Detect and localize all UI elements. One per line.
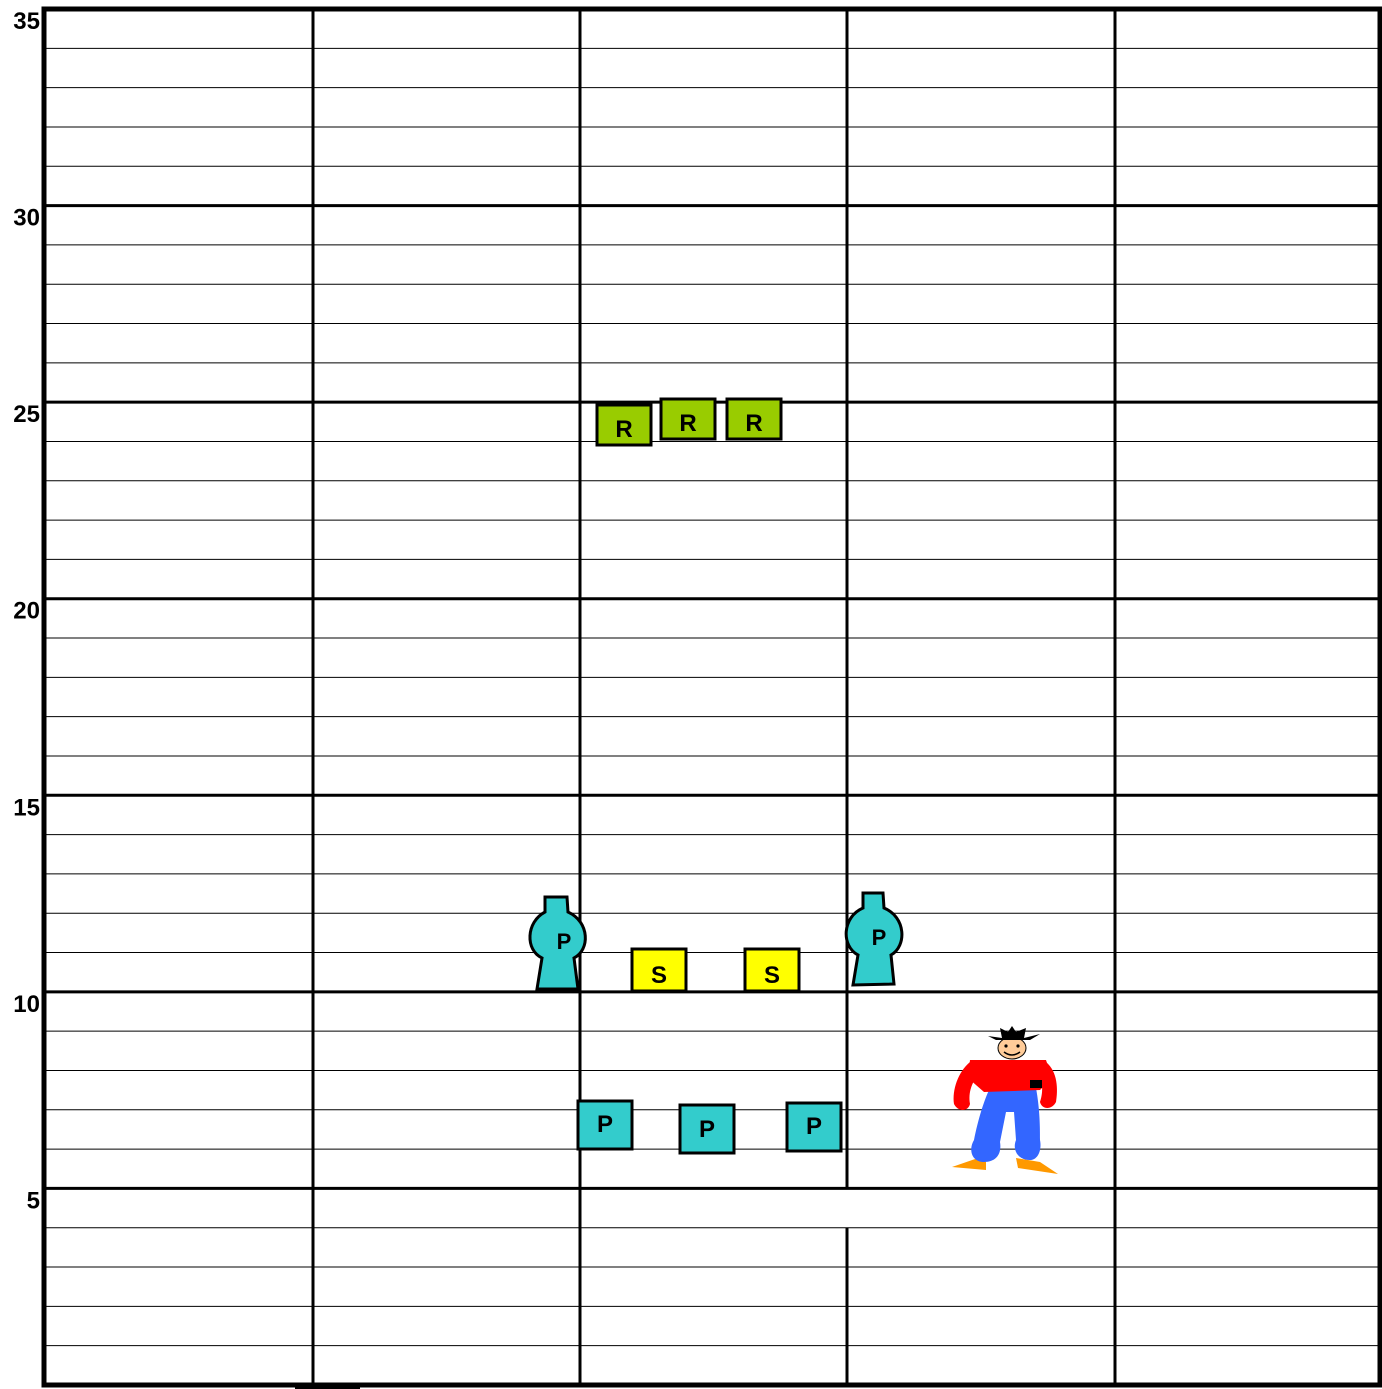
r-piece-label: R	[679, 410, 696, 437]
p-square-piece: P	[680, 1105, 734, 1153]
p-tall-piece-label: P	[872, 925, 887, 950]
row-label: 30	[13, 205, 40, 232]
cowboy-player-icon	[952, 1026, 1058, 1174]
s-piece-label: S	[764, 962, 780, 989]
p-square-piece: P	[578, 1101, 632, 1149]
row-label: 15	[13, 794, 40, 821]
r-piece-label: R	[615, 416, 632, 443]
r-piece: R	[661, 399, 715, 439]
s-piece: S	[632, 949, 686, 991]
row-label: 10	[13, 991, 40, 1018]
row-labels: 35 30 25 20 15 10 5	[13, 8, 40, 1214]
p-tall-piece: P	[846, 893, 902, 985]
r-piece-label: R	[745, 410, 762, 437]
row-label: 5	[27, 1187, 40, 1214]
s-piece: S	[745, 949, 799, 991]
r-piece: R	[597, 405, 651, 445]
grid	[44, 9, 1380, 1387]
p-square-piece: P	[787, 1103, 841, 1151]
r-piece: R	[727, 399, 781, 439]
row-label: 25	[13, 401, 40, 428]
p-square-piece-label: P	[699, 1116, 715, 1143]
p-tall-piece: P	[530, 897, 585, 989]
p-tall-piece-label: P	[557, 929, 572, 954]
row-label: 20	[13, 598, 40, 625]
s-piece-label: S	[651, 962, 667, 989]
row-label: 35	[13, 8, 40, 35]
p-square-piece-label: P	[806, 1113, 822, 1140]
field-border	[44, 9, 1380, 1385]
p-square-piece-label: P	[597, 1111, 613, 1138]
